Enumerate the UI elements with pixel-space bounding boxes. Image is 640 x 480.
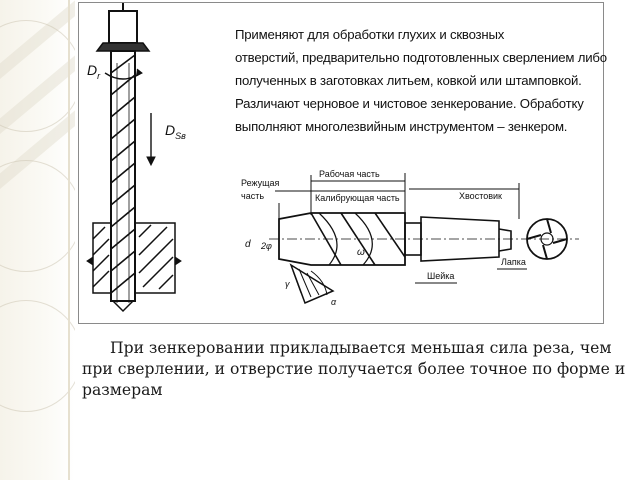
figure-text-line: Различают черновое и чистовое зенкерован… <box>235 96 584 111</box>
label-working-part: Рабочая часть <box>319 169 380 179</box>
label-shank: Хвостовик <box>459 191 502 201</box>
figure-text-line: Применяют для обработки глухих и сквозны… <box>235 27 505 42</box>
figure-text-line: отверстий, предварительно подготовленных… <box>235 50 607 65</box>
label-alpha: α <box>331 297 337 307</box>
label-ds: DSв <box>165 122 186 141</box>
label-cutting-part-line2: часть <box>241 191 264 201</box>
caption-paragraph: При зенкеровании прикладывается меньшая … <box>82 338 628 401</box>
label-tang: Лапка <box>501 257 526 267</box>
countersinking-figure: Dr DSв <box>78 2 607 324</box>
left-tool-drawing <box>86 3 182 313</box>
figure-description: Применяют для обработки глухих и сквозны… <box>235 23 607 138</box>
right-tool-drawing <box>269 173 579 305</box>
label-gamma: γ <box>285 279 290 289</box>
label-cutting-part-line1: Режущая <box>241 178 280 188</box>
figure-text-line: выполняют многолезвийным инструментом – … <box>235 119 568 134</box>
label-omega: ω <box>357 247 365 258</box>
label-two-phi: 2φ <box>260 241 272 251</box>
decorative-left-margin <box>0 0 75 480</box>
label-dr: Dr <box>87 62 101 81</box>
label-d: d <box>245 239 251 250</box>
figure-text-line: полученных в заготовках литьем, ковкой и… <box>235 73 582 88</box>
figure-illustration: Dr DSв <box>86 3 579 313</box>
label-neck: Шейка <box>427 271 454 281</box>
caption-text: При зенкеровании прикладывается меньшая … <box>82 339 626 399</box>
label-calibrating-part: Калибрующая часть <box>315 193 400 203</box>
